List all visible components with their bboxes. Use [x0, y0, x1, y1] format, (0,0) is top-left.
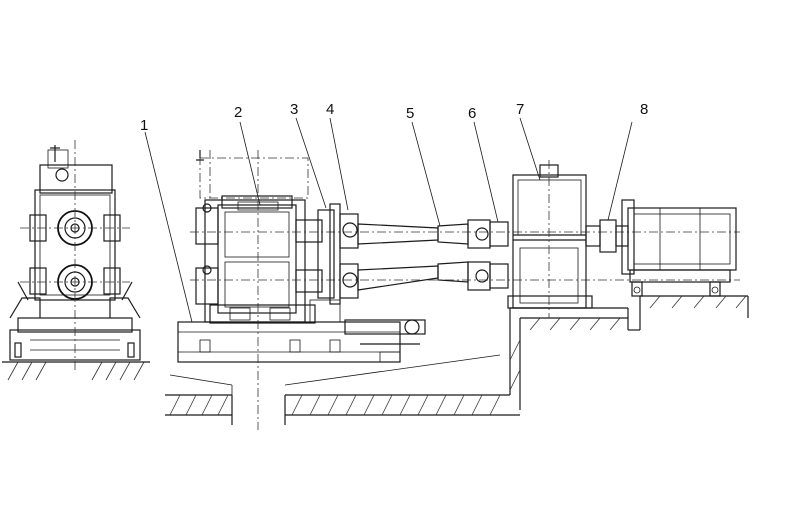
electric-motor	[621, 199, 737, 297]
callout-2: 2	[234, 104, 242, 121]
spindles	[357, 219, 509, 291]
foundation	[165, 295, 749, 425]
callout-6: 6	[468, 105, 476, 122]
callout-8: 8	[640, 101, 648, 118]
side-view-ground-hatch	[7, 361, 145, 381]
foundation-hatch	[169, 295, 747, 416]
leader-lines	[144, 117, 633, 323]
mill-stand	[190, 150, 740, 430]
side-view	[2, 140, 150, 381]
base-frame	[177, 319, 426, 363]
callout-7: 7	[516, 101, 524, 118]
callout-4: 4	[326, 101, 334, 118]
callout-3: 3	[290, 101, 298, 118]
pinion-coupling	[309, 203, 359, 323]
callout-1: 1	[140, 117, 148, 134]
callout-5: 5	[406, 105, 414, 122]
gearbox	[507, 160, 593, 318]
